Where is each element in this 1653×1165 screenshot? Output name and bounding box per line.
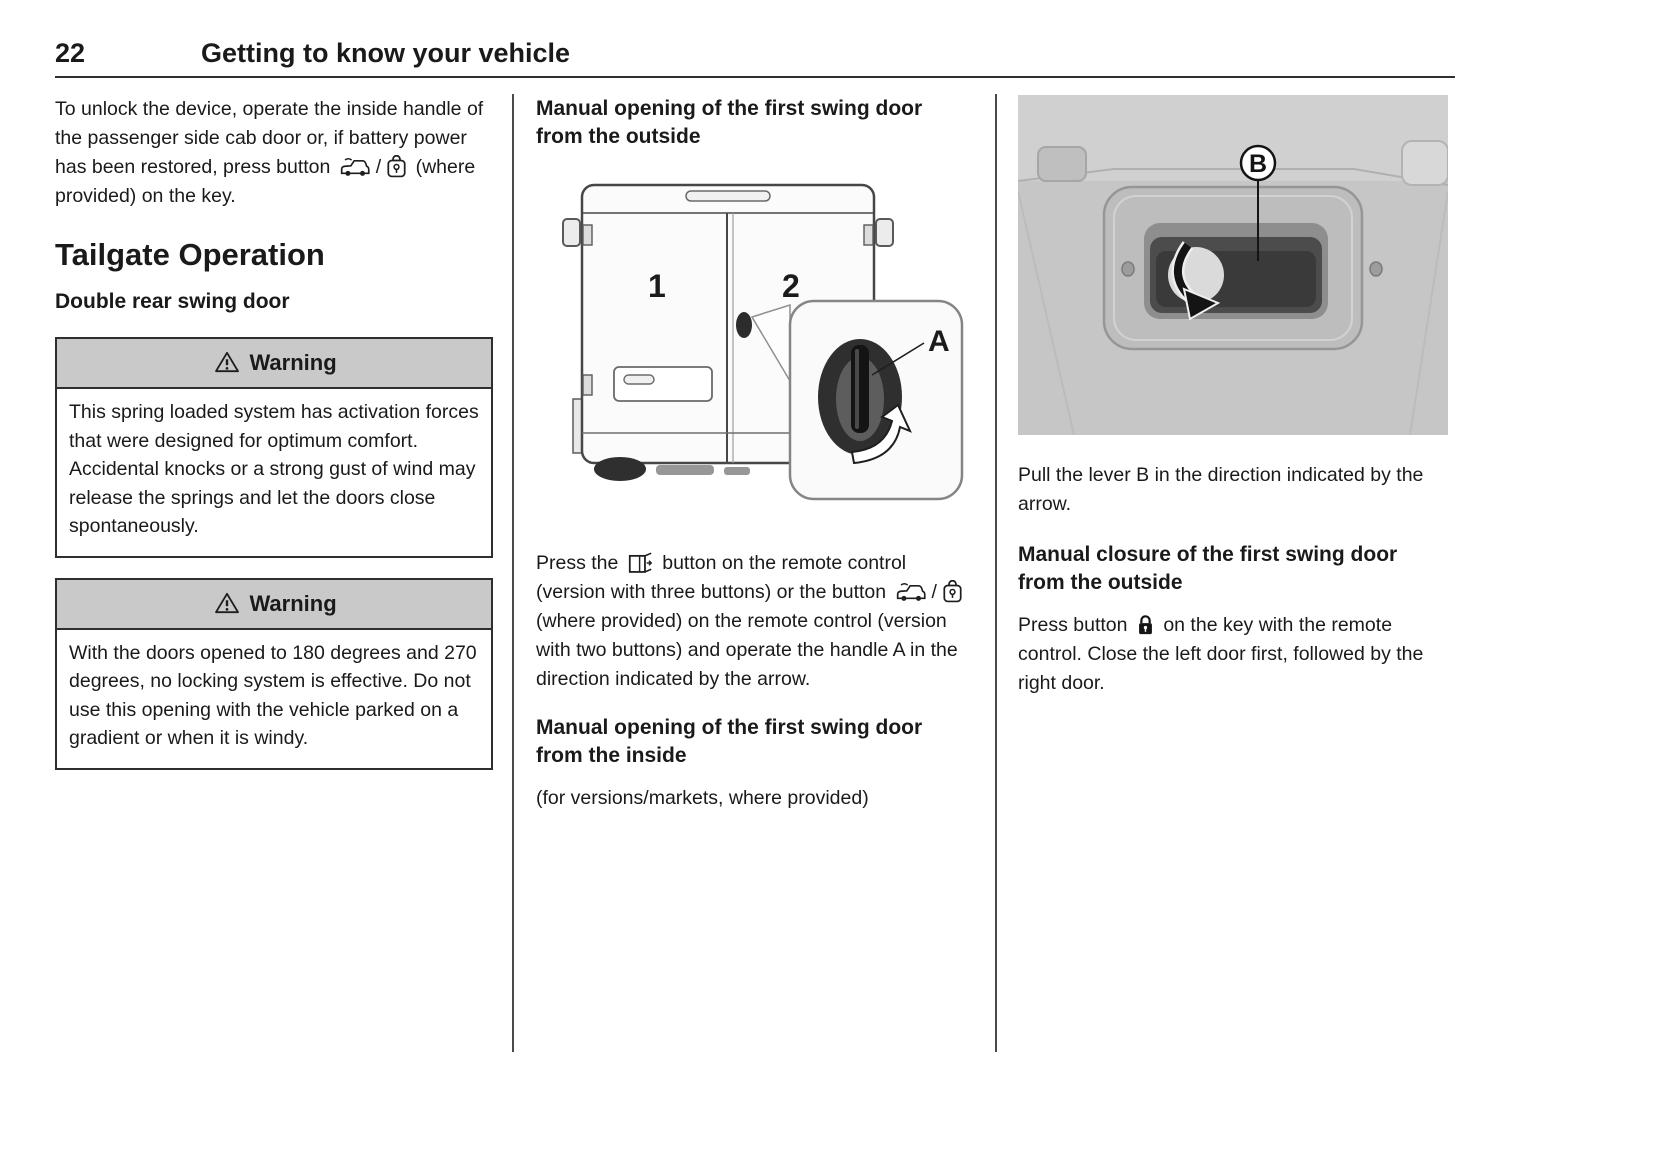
door-1-label: 1 [648,268,666,304]
handle-a-label: A [928,325,950,358]
lock-closed-icon [1137,615,1153,636]
intro-text-after: (where provided) on the key. [55,156,476,207]
column-separator-1 [512,94,514,1052]
sub-heading: Double rear swing door [55,290,290,313]
column-separator-2 [995,94,997,1052]
lever-direction-arrowhead [1182,287,1221,321]
handle-direction-arrow [850,403,912,465]
header-rule [55,76,1455,78]
figure-van-rear-doors: 1 2 A [562,183,964,501]
heading-manual-opening-inside: Manual opening of the first swing door f… [536,716,923,767]
close-text-2: on the key with the remote control. Clos… [1018,614,1424,694]
warning-title-bar: Warning [57,339,491,389]
warning-title-text: Warning [249,590,337,616]
middle-column: Manual opening of the first swing door f… [536,95,970,829]
warning-box-2: Warning With the doors opened to 180 deg… [55,577,493,770]
warning-triangle-icon [215,351,240,373]
van-remote-unlock-icon [896,582,926,602]
lever-b-label: B [1249,150,1267,178]
heading-manual-closure-outside: Manual closure of the first swing door f… [1018,543,1398,594]
warning-title-text: Warning [249,350,337,375]
rear-door-open-button-icon [628,552,652,573]
warning-body-text: With the doors opened to 180 degrees and… [69,641,477,750]
press-text-2: button on the remote control (version wi… [536,552,907,603]
van-remote-unlock-icon [340,157,370,177]
intro-text-before: To unlock the device, operate the inside… [55,98,484,178]
press-text-1: Press the [536,552,619,574]
unlock-button-icon [943,580,962,603]
door-2-label: 2 [782,268,800,304]
warning-title-bar: Warning [57,579,491,630]
warning-triangle-icon [215,592,240,613]
chapter-title: Getting to know your vehicle [201,38,571,68]
left-column: To unlock the device, operate the inside… [55,95,493,790]
figure-lever-b: B [1018,95,1448,435]
section-heading: Tailgate Operation [55,237,325,272]
icon-separator: / [931,581,937,603]
warning-body-text: This spring loaded system has activation… [69,401,479,537]
right-column: B Pull the lever B in the direction indi… [1018,95,1448,714]
page-number: 22 [55,38,86,68]
door-handle-small [736,312,752,338]
press-text-3: (where provided) on the remote control (… [536,610,958,690]
icon-separator: / [375,156,382,178]
intro-paragraph: To unlock the device, operate the inside… [55,95,493,211]
close-doors-paragraph: Press button on the key with the remote … [1018,611,1448,698]
versions-note: (for versions/markets, where provided) [536,787,869,809]
pull-lever-paragraph: Pull the lever B in the direction indica… [1018,464,1424,515]
unlock-button-icon [387,155,406,178]
warning-box-1: Warning This spring loaded system has ac… [55,337,493,558]
close-text-1: Press button [1018,614,1128,636]
heading-manual-opening-outside: Manual opening of the first swing door f… [536,97,923,148]
press-button-paragraph: Press the button on the remote control (… [536,549,970,694]
